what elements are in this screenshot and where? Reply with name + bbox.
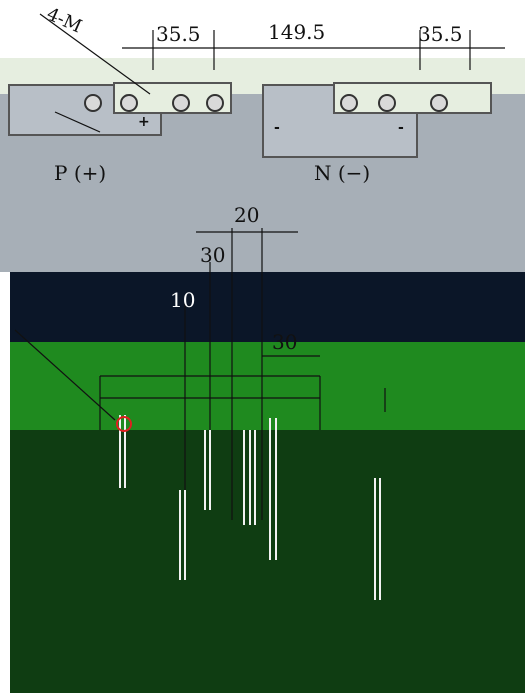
positive-plus-sign: + <box>138 114 150 130</box>
bolt-3 <box>172 94 190 112</box>
bolt-1 <box>84 94 102 112</box>
negative-minus-left: - <box>274 120 280 136</box>
dim-middle: 149.5 <box>268 20 326 44</box>
bolt-7 <box>430 94 448 112</box>
band-edge-white <box>0 272 10 693</box>
label-negative: N (−) <box>314 161 371 185</box>
dim-right: 35.5 <box>418 22 463 46</box>
label-positive: P (+) <box>54 161 107 185</box>
bolt-5 <box>340 94 358 112</box>
dim-30-right: 30 <box>272 330 298 354</box>
bolt-4 <box>206 94 224 112</box>
terminal-top-right <box>333 82 492 114</box>
dim-30: 30 <box>200 243 226 267</box>
bolt-2 <box>120 94 138 112</box>
dim-left: 35.5 <box>156 22 201 46</box>
bolt-6 <box>378 94 396 112</box>
dim-20: 20 <box>234 203 260 227</box>
dim-10: 10 <box>170 288 196 312</box>
negative-minus-right: - <box>398 120 404 136</box>
